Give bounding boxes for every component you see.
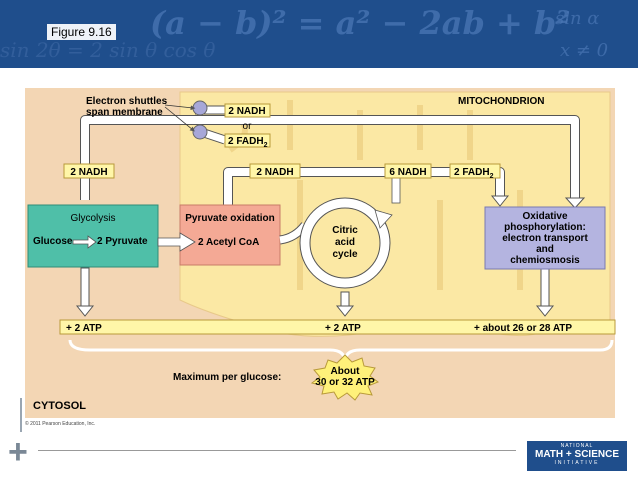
nms-logo: NATIONAL MATH + SCIENCE INITIATIVE — [527, 441, 627, 471]
citric-fadh2-box — [449, 163, 501, 179]
oxphos-line-3: electron transport — [502, 233, 588, 244]
cytosol-label: CYTOSOL — [33, 400, 86, 412]
glycolysis-arrow — [72, 235, 97, 249]
max-label: Maximum per glucose: — [173, 372, 281, 383]
shuttle-fadh2-box — [224, 133, 271, 148]
pyruvate-nadh-box — [249, 163, 301, 179]
shuttle-fadh2-subscript: 2 — [264, 142, 268, 149]
pyruvate-oxidation-output: 2 Acetyl CoA — [198, 237, 259, 248]
shuttle-fadh2-label: 2 FADH2 — [228, 136, 268, 149]
atp-citric: + 2 ATP — [325, 323, 361, 334]
banner-equation-fragment-left: sin 2θ = 2 sin θ cos θ — [0, 38, 216, 62]
banner-equation: (a − b)² = a² − 2ab + b² — [150, 4, 571, 42]
pyruvate-oxidation-box — [179, 204, 281, 266]
citric-fadh2-subscript: 2 — [490, 173, 494, 180]
logo-line-3: INITIATIVE — [554, 460, 600, 466]
glycolysis-nadh-label: 2 NADH — [70, 167, 107, 178]
header-banner: (a − b)² = a² − 2ab + b² sin 2θ = 2 sin … — [0, 0, 638, 68]
oxphos-box — [484, 206, 606, 270]
electron-shuttles-line-2: span membrane — [86, 107, 163, 118]
glycolysis-output: 2 Pyruvate — [97, 236, 148, 247]
banner-equation-fragment-right-bottom: x ≠ 0 — [560, 40, 609, 61]
logo-line-1: NATIONAL — [560, 443, 594, 449]
logo-line-2: MATH + SCIENCE — [535, 449, 619, 460]
shuttle-fadh2-text: 2 FADH — [228, 136, 264, 147]
citric-line-3: cycle — [332, 249, 357, 260]
shuttle-nadh-label: 2 NADH — [228, 106, 265, 117]
glycolysis-box — [27, 204, 159, 268]
atp-bar — [59, 319, 616, 335]
figure-label: Figure 9.16 — [47, 24, 116, 40]
footer-rule — [38, 450, 516, 451]
electron-shuttles-line-1: Electron shuttles — [86, 96, 168, 107]
citric-fadh2-text: 2 FADH — [454, 167, 490, 178]
pyruvate-arrow — [157, 232, 196, 252]
glycolysis-nadh-arrow — [80, 115, 586, 209]
citric-nadh-box — [384, 163, 432, 179]
glycolysis-input: Glucose — [33, 236, 73, 247]
max-value-line-2: 30 or 32 ATP — [315, 377, 375, 388]
max-value-line-1: About — [331, 366, 361, 377]
citric-acid-cycle: Citric acid cycle — [299, 197, 393, 289]
mitochondrion-label: MITOCHONDRION — [458, 96, 544, 107]
citric-line-1: Citric — [332, 225, 358, 236]
citric-nadh-label: 6 NADH — [389, 167, 426, 178]
oxphos-line-2: phosphorylation: — [504, 222, 586, 233]
pyruvate-nadh-arrow — [223, 167, 510, 207]
oxphos-line-1: Oxidative — [522, 211, 567, 222]
pyruvate-oxidation-title: Pyruvate oxidation — [185, 213, 274, 224]
max-starburst — [310, 354, 380, 401]
glycolysis-title: Glycolysis — [70, 213, 115, 224]
shuttle-or-label: or — [243, 121, 253, 132]
plus-icon: + — [8, 433, 28, 471]
oxphos-line-5: chemiosmosis — [510, 255, 580, 266]
footer-vertical-bar — [20, 398, 22, 432]
shuttle-nadh-box — [224, 103, 271, 118]
atp-oxphos: + about 26 or 28 ATP — [474, 323, 572, 334]
citric-fadh2-label: 2 FADH2 — [454, 167, 494, 180]
shuttle-circle-2 — [192, 124, 208, 140]
citric-line-2: acid — [335, 237, 355, 248]
atp-glycolysis: + 2 ATP — [66, 323, 102, 334]
oxphos-line-4: and — [536, 244, 554, 255]
atp-arrows — [75, 267, 555, 317]
glycolysis-nadh-box — [63, 163, 115, 179]
shuttle-circle-1 — [192, 100, 208, 116]
copyright: © 2011 Pearson Education, Inc. — [25, 421, 96, 427]
banner-equation-fragment-right-top: sin α — [555, 8, 600, 29]
pyruvate-nadh-label: 2 NADH — [256, 167, 293, 178]
